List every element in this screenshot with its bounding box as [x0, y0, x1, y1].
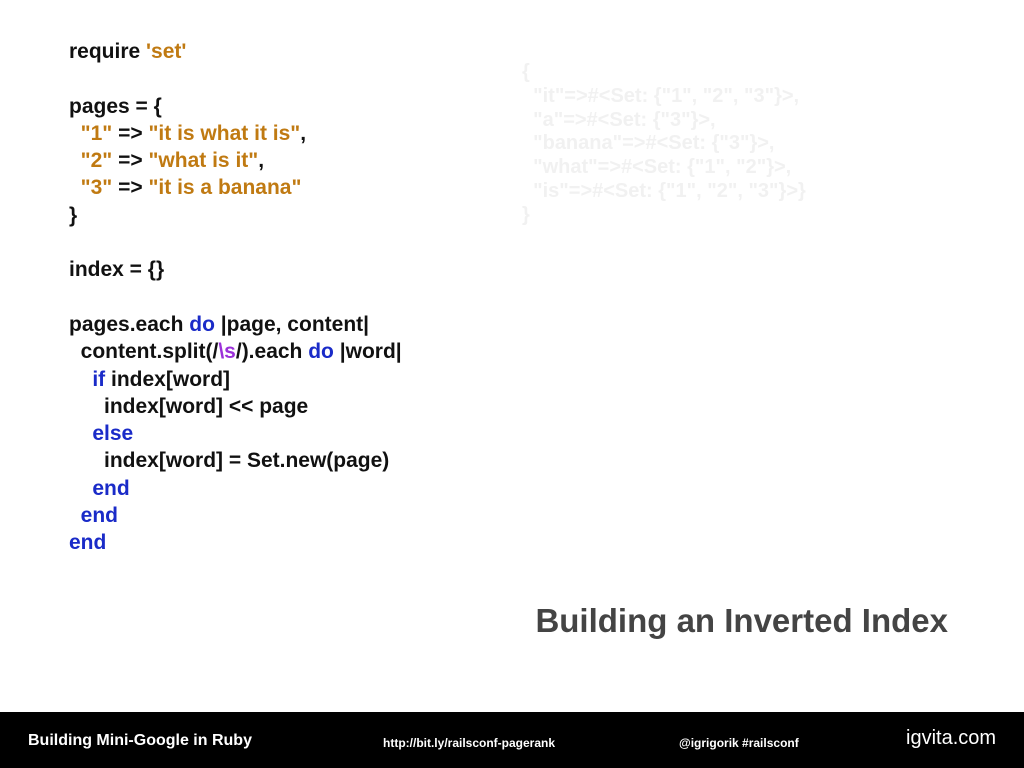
code-line: pages.each do |page, content| — [69, 312, 370, 336]
end-keyword: end — [69, 531, 107, 555]
code-line: content.split(/\s/).each do |word| — [80, 340, 402, 364]
code-line: "1" => "it is what it is", — [80, 121, 307, 145]
code-line: require 'set' — [69, 38, 402, 65]
code-block: require 'set' pages = { "1" => "it is wh… — [69, 38, 402, 557]
code-line: index[word] << page — [104, 394, 309, 418]
code-line: if index[word] — [92, 367, 231, 391]
string-literal: "3" — [80, 176, 113, 200]
index-output-block: { "it"=>#<Set: {"1", "2", "3"}>, "a"=>#<… — [522, 61, 806, 228]
code-line: else — [69, 420, 402, 447]
output-line: "banana"=>#<Set: {"3"}>, — [522, 132, 775, 155]
code-line: index[word] = Set.new(page) — [104, 449, 390, 473]
string-literal: "it is a banana" — [148, 176, 302, 200]
code-line: pages = { — [69, 93, 402, 120]
code-line: "2" => "what is it", — [80, 149, 265, 173]
code-line: end — [69, 529, 402, 556]
end-keyword: end — [92, 476, 130, 500]
code-line: "3" => "it is a banana" — [80, 176, 302, 200]
code-line: end — [69, 502, 402, 529]
footer-bar: Building Mini-Google in Ruby http://bit.… — [0, 712, 1024, 768]
slide-title: Building an Inverted Index — [535, 602, 948, 639]
code-line-blank — [69, 65, 402, 92]
if-keyword: if — [92, 367, 106, 391]
code-line: } — [69, 203, 78, 227]
do-keyword: do — [189, 312, 215, 336]
footer-handle: @igrigorik #railsconf — [679, 736, 799, 750]
string-literal: "it is what it is" — [148, 121, 301, 145]
else-keyword: else — [92, 422, 134, 446]
output-line: { — [522, 61, 530, 83]
output-line: "a"=>#<Set: {"3"}>, — [522, 108, 716, 131]
regex-literal: \s — [218, 340, 236, 364]
end-keyword: end — [80, 504, 119, 528]
output-line: "is"=>#<Set: {"1", "2", "3"}>} — [522, 179, 806, 202]
string-literal: "1" — [80, 121, 113, 145]
require-keyword: require — [69, 40, 141, 63]
brand-logo: igvita.com — [906, 727, 997, 749]
output-line: } — [522, 203, 530, 226]
string-literal: 'set' — [146, 40, 187, 63]
string-literal: "what is it" — [148, 149, 259, 173]
output-line: "what"=>#<Set: {"1", "2"}>, — [522, 156, 792, 179]
do-keyword: do — [308, 340, 334, 364]
code-line-blank — [69, 284, 402, 311]
pages-declaration: pages = { — [69, 94, 162, 118]
code-line-blank — [69, 229, 402, 256]
output-line: "it"=>#<Set: {"1", "2", "3"}>, — [522, 84, 800, 107]
code-line: index = {} — [69, 256, 402, 283]
footer-link[interactable]: http://bit.ly/railsconf-pagerank — [383, 736, 556, 750]
code-line: end — [69, 475, 402, 502]
string-literal: "2" — [80, 149, 113, 173]
footer-talk-title: Building Mini-Google in Ruby — [28, 732, 252, 749]
index-declaration: index = {} — [69, 258, 165, 282]
